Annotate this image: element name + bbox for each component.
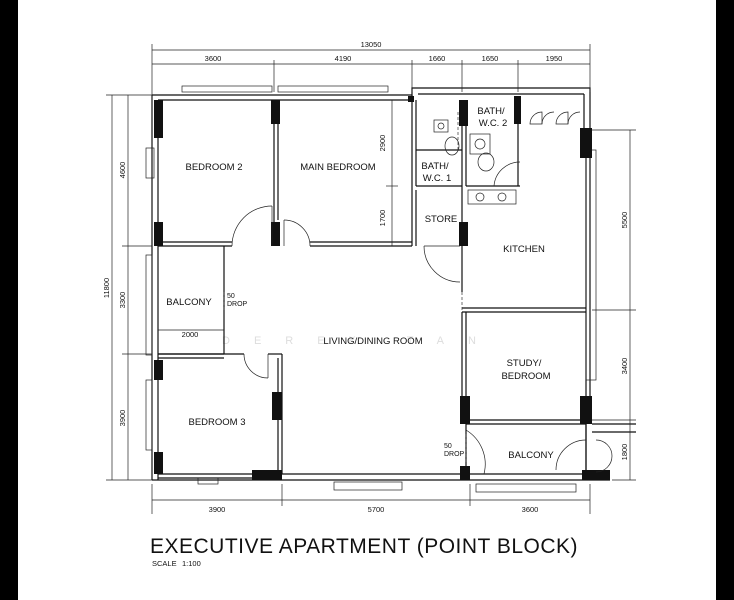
drop-right-label: DROP: [444, 451, 465, 458]
room-kitchen: KITCHEN: [503, 244, 545, 255]
room-balcony-left: BALCONY: [166, 297, 212, 308]
dim-left-3: 3900: [118, 410, 127, 427]
drop-notes: 50 DROP 50 DROP: [227, 293, 465, 458]
interior-walls: [158, 100, 636, 479]
room-balcony-right: BALCONY: [508, 450, 554, 461]
room-labels: BEDROOM 2 MAIN BEDROOM BATH/ W.C. 2 BATH…: [166, 106, 554, 461]
dimension-labels: 13050 3600 4190 1660 1650 1950 3900 5700…: [102, 40, 629, 514]
dim-overall-height: 11800: [102, 278, 111, 298]
dim-top-1: 3600: [205, 54, 222, 63]
room-study-line1: STUDY/: [507, 358, 542, 369]
dim-bottom-2: 5700: [368, 505, 385, 514]
doors: [231, 111, 613, 475]
dimension-lines: [106, 44, 636, 514]
room-bath-wc1-line1: BATH/: [421, 161, 449, 172]
room-store: STORE: [425, 214, 458, 225]
dim-bottom-1: 3900: [209, 505, 226, 514]
dim-top-5: 1950: [546, 54, 563, 63]
drop-right-value: 50: [444, 443, 452, 450]
room-bedroom-2: BEDROOM 2: [185, 162, 242, 173]
room-bath-wc2-line1: BATH/: [477, 106, 505, 117]
room-living-dining: LIVING/DINING ROOM: [323, 336, 422, 347]
dim-right-1: 5500: [620, 212, 629, 229]
room-main-bedroom: MAIN BEDROOM: [300, 162, 376, 173]
dim-top-4: 1650: [482, 54, 499, 63]
dim-inner-1700: 1700: [378, 210, 387, 227]
room-study-line2: BEDROOM: [501, 371, 550, 382]
bath-fixtures: [433, 112, 517, 205]
room-bath-wc1-line2: W.C. 1: [423, 173, 452, 184]
plan-title: EXECUTIVE APARTMENT (POINT BLOCK): [150, 535, 578, 558]
dim-left-1: 4600: [118, 162, 127, 179]
dim-top-2: 4190: [335, 54, 352, 63]
drop-left-label: DROP: [227, 301, 248, 308]
columns: [154, 96, 610, 480]
dim-inner-2900: 2900: [378, 135, 387, 152]
dim-overall-width: 13050: [361, 40, 382, 49]
room-bath-wc2-line2: W.C. 2: [479, 118, 508, 129]
drop-left-value: 50: [227, 293, 235, 300]
dim-top-3: 1660: [429, 54, 446, 63]
scale-label: SCALE: [152, 559, 177, 568]
dim-right-3: 1800: [620, 444, 629, 461]
room-bedroom-3: BEDROOM 3: [188, 417, 245, 428]
scale-value: 1:100: [182, 559, 201, 568]
dim-right-2: 3400: [620, 358, 629, 375]
windows: [145, 85, 597, 493]
dim-left-2: 3300: [118, 292, 127, 309]
watermark: DEREK TAN: [222, 335, 500, 347]
dim-bottom-3: 3600: [522, 505, 539, 514]
dim-balcony-width: 2000: [182, 330, 199, 339]
